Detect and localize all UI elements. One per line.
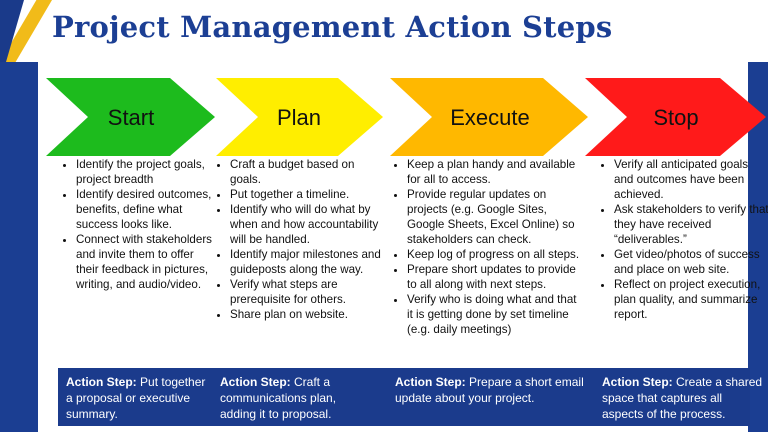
page-title: Project Management Action Steps [52,10,613,44]
action-step-label: Action Step: [395,375,466,389]
list-item: Verify what steps are prerequisite for o… [230,277,384,307]
right-blue-band [748,62,768,432]
bullet-list-stop: Verify all anticipated goals and outcome… [600,157,768,322]
header: Project Management Action Steps [0,0,768,62]
action-step-text: Prepare a short email update about your … [395,375,584,405]
action-step-label: Action Step: [220,375,291,389]
action-step-label: Action Step: [66,375,137,389]
arrow-plan [216,78,383,156]
list-item: Identify major milestones and guideposts… [230,247,384,277]
column-stop: Verify all anticipated goals and outcome… [600,157,768,322]
list-item: Verify who is doing what and that it is … [407,292,583,337]
arrow-execute [390,78,588,156]
list-item: Put together a timeline. [230,187,384,202]
action-step-text: Put together a proposal or executive sum… [66,375,206,421]
list-item: Connect with stakeholders and invite the… [76,232,212,292]
list-item: Verify all anticipated goals and outcome… [614,157,768,202]
action-step-bar [58,368,750,426]
list-item: Identify the project goals, project brea… [76,157,212,187]
action-step-stop: Action Step: Create a shared space that … [602,374,766,422]
list-item: Craft a budget based on goals. [230,157,384,187]
column-start: Identify the project goals, project brea… [62,157,212,292]
bullet-list-start: Identify the project goals, project brea… [62,157,212,292]
step-label-stop: Stop [653,105,698,130]
bullet-list-plan: Craft a budget based on goals. Put toget… [216,157,384,322]
list-item: Keep a plan handy and available for all … [407,157,583,187]
action-step-start: Action Step: Put together a proposal or … [66,374,206,422]
list-item: Identify desired outcomes, benefits, def… [76,187,212,232]
left-blue-band [0,62,38,432]
step-label-execute: Execute [450,105,530,130]
step-label-plan: Plan [277,105,321,130]
arrow-stop [585,78,766,156]
list-item: Prepare short updates to provide to all … [407,262,583,292]
list-item: Keep log of progress on all steps. [407,247,583,262]
list-item: Reflect on project execution, plan quali… [614,277,768,322]
list-item: Provide regular updates on projects (e.g… [407,187,583,247]
step-label-start: Start [108,105,154,130]
list-item: Ask stakeholders to verify that they hav… [614,202,768,247]
action-step-text: Craft a communications plan, adding it t… [220,375,337,421]
column-plan: Craft a budget based on goals. Put toget… [216,157,384,322]
list-item: Get video/photos of success and place on… [614,247,768,277]
action-step-execute: Action Step: Prepare a short email updat… [395,374,590,406]
action-step-plan: Action Step: Craft a communications plan… [220,374,370,422]
list-item: Identify who will do what by when and ho… [230,202,384,247]
arrow-start [46,78,215,156]
action-step-label: Action Step: [602,375,673,389]
list-item: Share plan on website. [230,307,384,322]
action-step-text: Create a shared space that captures all … [602,375,763,421]
bullet-list-execute: Keep a plan handy and available for all … [393,157,583,337]
column-execute: Keep a plan handy and available for all … [393,157,583,337]
